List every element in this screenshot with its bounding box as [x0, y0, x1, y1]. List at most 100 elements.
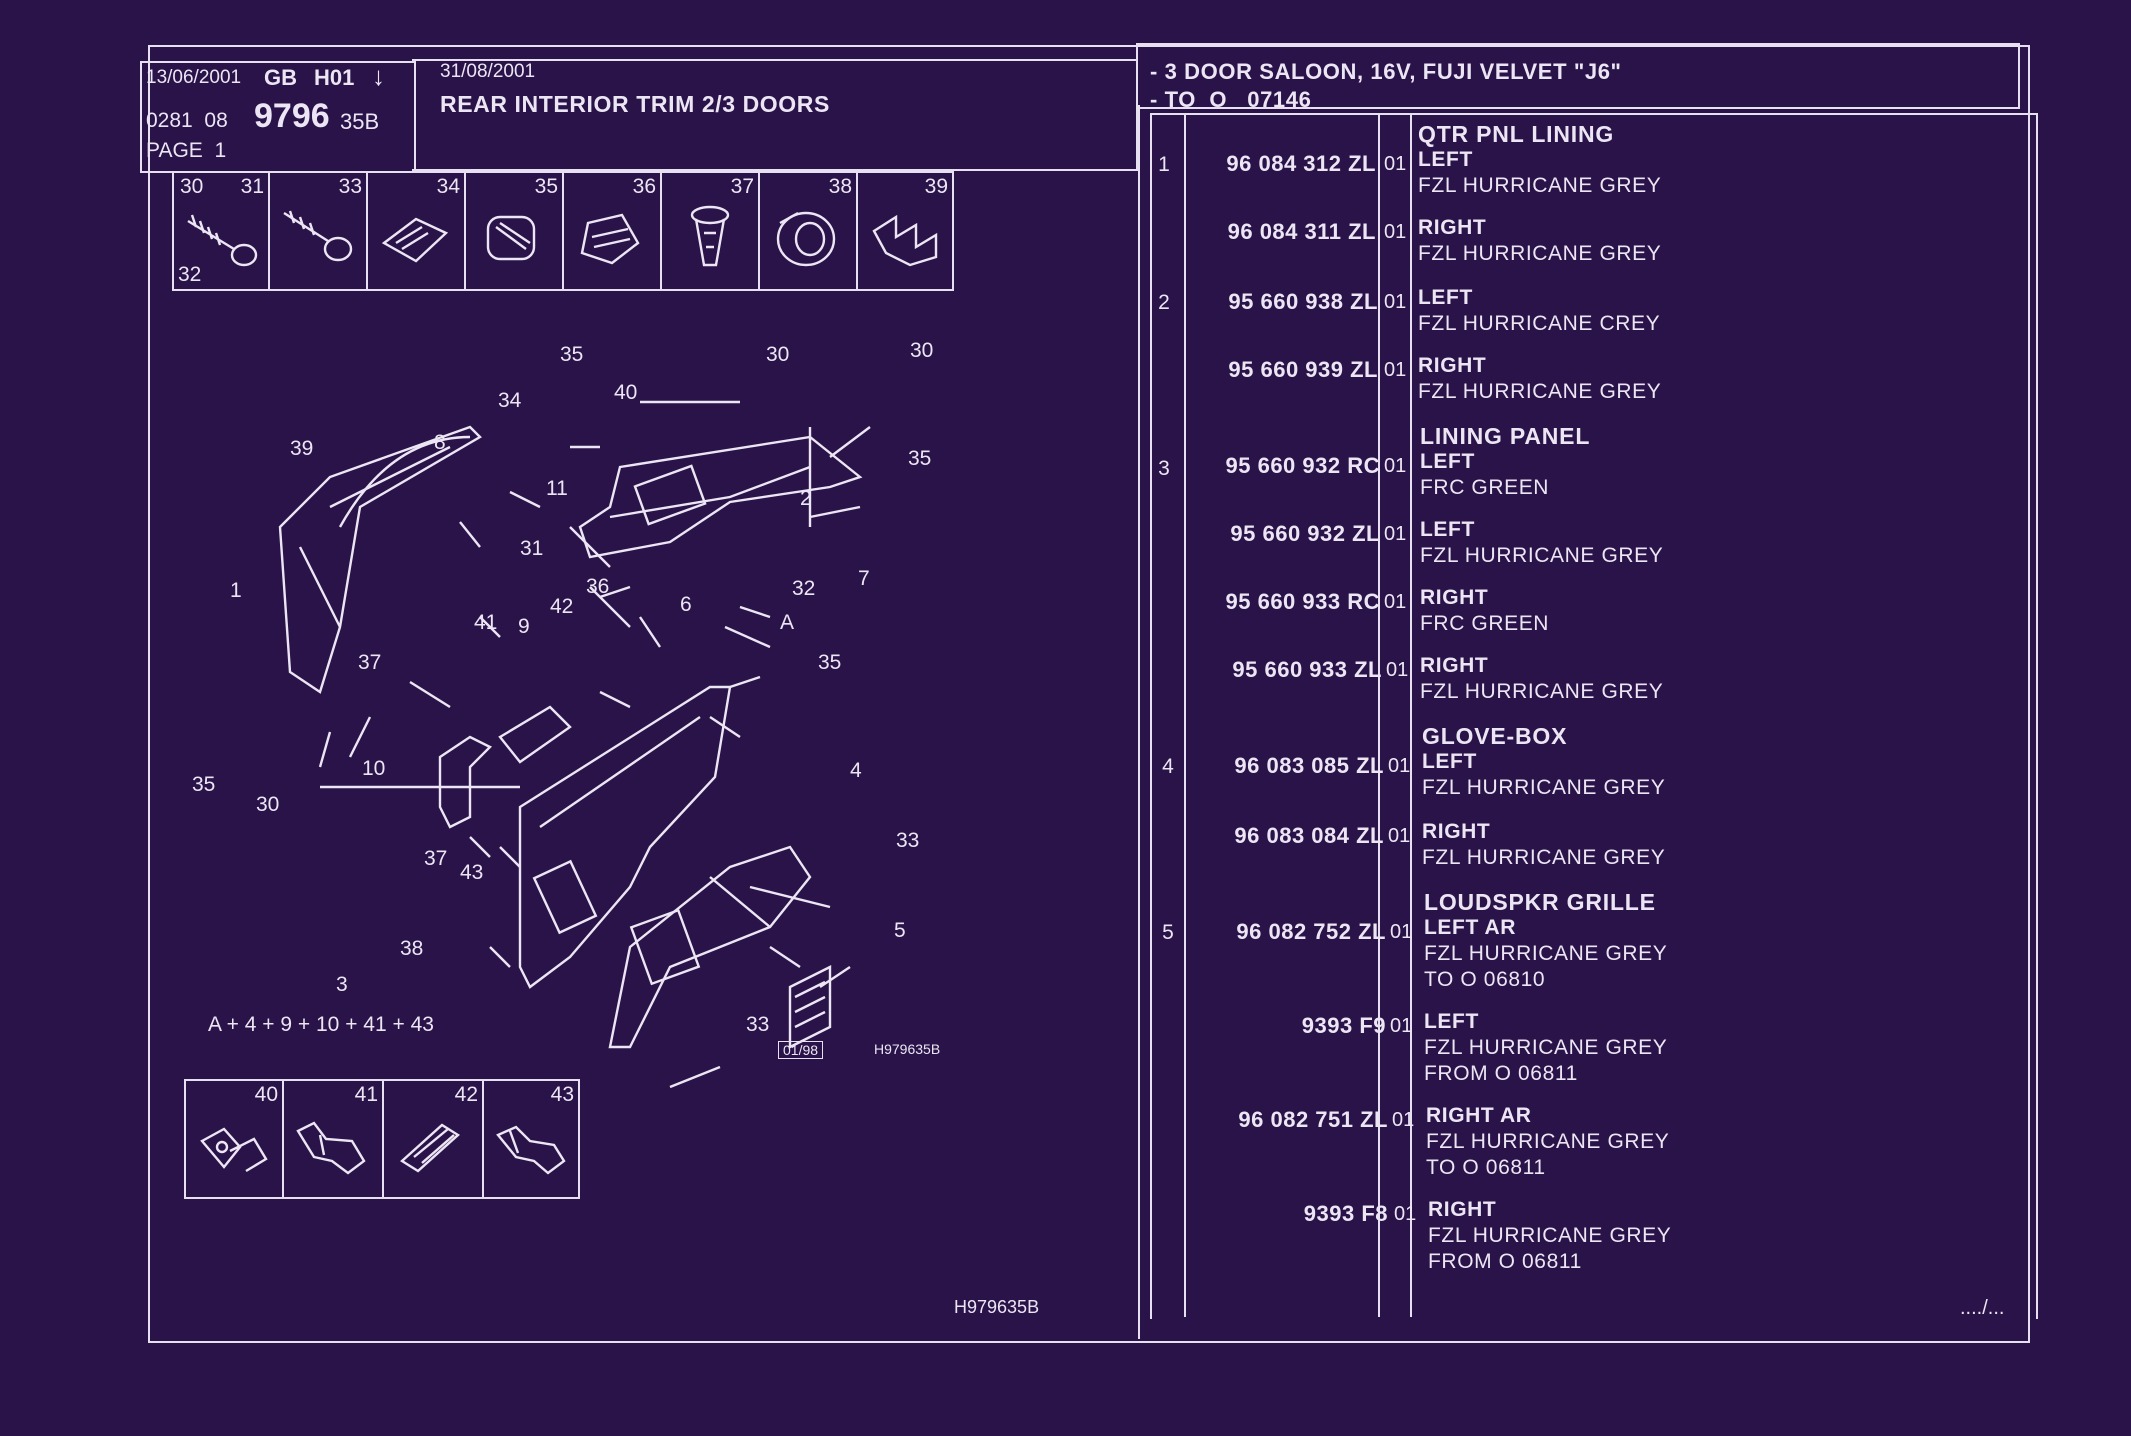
callout-35: 35 [908, 447, 932, 470]
part-number: 96 082 752 ZL [1236, 919, 1386, 944]
bracket-icon [200, 1127, 268, 1173]
header-title-box [412, 59, 1138, 171]
col-line-qty [1378, 113, 1380, 1317]
quantity: 01 [1388, 825, 1411, 847]
icon-cell-42: 42 [384, 1081, 484, 1197]
icon-num: 40 [254, 1083, 278, 1106]
callout-4: 4 [850, 759, 862, 782]
icon-cell-33: 33 [270, 173, 368, 289]
quantity: 01 [1394, 1203, 1417, 1225]
screw-icon [283, 210, 353, 262]
icon-cell-37: 37 [662, 173, 760, 289]
continuation-mark: ..../... [1960, 1297, 2005, 1319]
callout-A: A [780, 611, 795, 634]
section-heading: GLOVE-BOX [1422, 723, 1568, 749]
callout-30: 30 [766, 343, 790, 366]
icon-num: 32 [178, 263, 202, 286]
assembly-formula: A + 4 + 9 + 10 + 41 + 43 [208, 1013, 434, 1036]
callout-7: 7 [858, 567, 870, 590]
arrow-down-icon: ↓ [372, 61, 385, 91]
quantity: 01 [1388, 755, 1411, 777]
trim-part-5 [788, 965, 832, 1049]
callout-35: 35 [560, 343, 584, 366]
callout-2: 2 [800, 487, 812, 510]
part-number: 95 660 933 ZL [1232, 657, 1382, 682]
icon-num: 34 [436, 175, 460, 198]
quantity: 01 [1384, 455, 1407, 477]
callout-41: 41 [474, 611, 498, 634]
icon-num: 42 [454, 1083, 478, 1106]
exploded-diagram [278, 400, 871, 1089]
trim-part-1 [278, 425, 482, 694]
callout-37: 37 [358, 651, 382, 674]
icon-cell-34: 34 [368, 173, 466, 289]
drawing-ref: H979635B [874, 1041, 941, 1057]
icon-num: 38 [828, 175, 852, 198]
push-pin-icon [296, 1121, 366, 1175]
part-number: 96 082 751 ZL [1238, 1107, 1388, 1132]
callout-11: 11 [546, 477, 568, 500]
ring-clip-icon [776, 211, 836, 267]
part-number: 96 083 084 ZL [1234, 823, 1384, 848]
callout-33: 33 [896, 829, 920, 852]
section-heading: LOUDSPKR GRILLE [1424, 889, 1656, 915]
clip-icon [381, 217, 449, 263]
col-line-desc [1410, 113, 1412, 1317]
icon-cell-36: 36 [564, 173, 662, 289]
part-number: 9393 F8 [1303, 1201, 1388, 1226]
diagram-stamp: 01/98 [778, 1041, 824, 1059]
part-number: 95 660 932 ZL [1230, 521, 1380, 546]
icon-cell-30-32: 30 31 32 [174, 173, 270, 289]
callout-3: 3 [336, 973, 348, 996]
trim-part-10 [438, 735, 493, 829]
header-page: PAGE 1 [146, 139, 227, 162]
part-number: 95 660 933 RC [1225, 589, 1380, 614]
part-number: 95 660 932 RC [1225, 453, 1380, 478]
part-number: 96 084 312 ZL [1226, 151, 1376, 176]
callout-30: 30 [910, 339, 934, 362]
callout-38: 38 [400, 937, 424, 960]
callout-9: 9 [518, 615, 530, 638]
footer-ref: H979635B [954, 1297, 1040, 1317]
item-number: 5 [1162, 921, 1174, 944]
item-number: 1 [1158, 153, 1170, 176]
callout-33: 33 [746, 1013, 770, 1036]
callout-5: 5 [894, 919, 906, 942]
callout-35: 35 [192, 773, 216, 796]
icon-cell-40: 40 [186, 1081, 284, 1197]
model-line-2: - TO O 07146 [1150, 87, 1312, 112]
part-number: 95 660 938 ZL [1228, 289, 1378, 314]
quantity: 01 [1384, 591, 1407, 613]
section-heading: QTR PNL LINING [1418, 121, 1615, 147]
callout-32: 32 [792, 577, 816, 600]
icon-cell-39: 39 [858, 173, 952, 289]
clip-icon [486, 215, 536, 261]
table-frame [1150, 113, 2038, 1319]
top-icon-strip: 30 31 32 33 34 35 36 37 38 [172, 171, 954, 291]
col-line-item [1184, 113, 1186, 1317]
callout-35: 35 [818, 651, 842, 674]
quantity: 01 [1384, 523, 1407, 545]
icon-num: 43 [550, 1083, 574, 1106]
item-number: 4 [1162, 755, 1174, 778]
icon-num: 41 [354, 1083, 378, 1106]
header-model-box [1136, 43, 2020, 109]
plug-icon [690, 205, 730, 267]
trim-part-A [518, 685, 732, 989]
icon-num: 35 [534, 175, 558, 198]
push-pin-icon [496, 1125, 566, 1175]
icon-num: 33 [338, 175, 362, 198]
callout-36: 36 [586, 575, 610, 598]
bracket-icon [872, 214, 938, 267]
parts-sheet: 13/06/2001 GB H01 ↓ 0281 08 9796 35B PAG… [140, 43, 2038, 1343]
callout-39: 39 [290, 437, 314, 460]
